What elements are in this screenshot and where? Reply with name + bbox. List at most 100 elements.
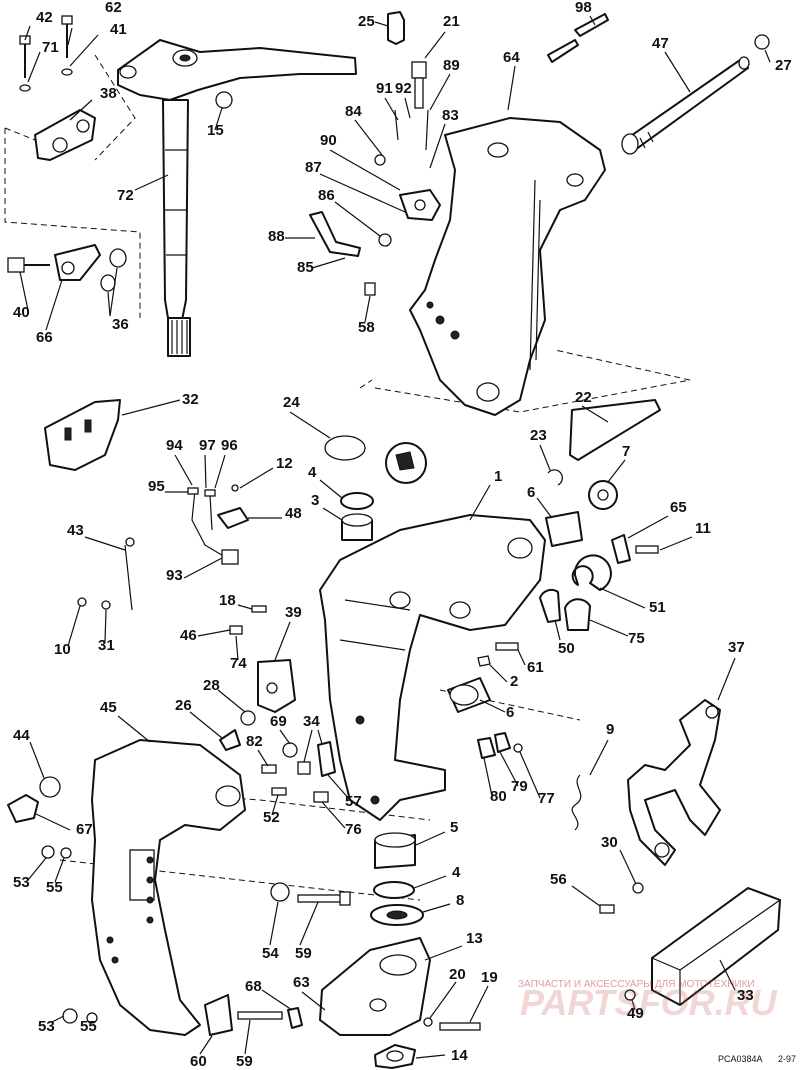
tilt-support-parts: [477, 699, 721, 914]
part-callout-72: 72: [117, 187, 134, 204]
part-callout-83: 83: [442, 107, 459, 124]
steering-link-parts: [7, 15, 127, 292]
part-callout-7: 7: [622, 443, 630, 460]
part-callout-40: 40: [13, 304, 30, 321]
part-callout-63: 63: [293, 974, 310, 991]
part-callout-55: 55: [46, 879, 63, 896]
part-callout-33: 33: [737, 987, 754, 1004]
part-callout-36: 36: [112, 316, 129, 333]
part-callout-1: 1: [494, 468, 502, 485]
part-callout-60: 60: [190, 1053, 207, 1070]
part-callout-45: 45: [100, 699, 117, 716]
part-callout-91: 91: [376, 80, 393, 97]
part-callout-22: 22: [575, 389, 592, 406]
part-callout-95: 95: [148, 478, 165, 495]
part-callout-13: 13: [466, 930, 483, 947]
part-callout-10: 10: [54, 641, 71, 658]
part-callout-38: 38: [100, 85, 117, 102]
part-callout-52: 52: [263, 809, 280, 826]
part-callout-3: 3: [311, 492, 319, 509]
part-callout-93: 93: [166, 567, 183, 584]
part-callout-39: 39: [285, 604, 302, 621]
part-callout-28: 28: [203, 677, 220, 694]
part-callout-18: 18: [219, 592, 236, 609]
watermark: ЗАПЧАСТИ И АКСЕССУАРЫ ДЛЯ МОТОТЕХНИКИ PA…: [518, 979, 778, 1023]
part-callout-19: 19: [481, 969, 498, 986]
swivel-bracket: [319, 514, 546, 821]
tilt-lock-lever-parts: [219, 659, 336, 803]
part-callout-64: 64: [503, 49, 520, 66]
part-callout-56: 56: [550, 871, 567, 888]
part-callout-20: 20: [449, 966, 466, 983]
part-callout-82: 82: [246, 733, 263, 750]
part-callout-58: 58: [358, 319, 375, 336]
tilt-lock-small-parts: [309, 11, 441, 296]
part-callout-2: 2: [510, 673, 518, 690]
part-callout-6: 6: [527, 484, 535, 501]
tilt-tube-parts: [547, 13, 770, 155]
anode-block: [624, 887, 781, 1006]
part-callout-76: 76: [345, 821, 362, 838]
part-callout-57: 57: [345, 793, 362, 810]
part-callout-14: 14: [451, 1047, 468, 1064]
part-callout-43: 43: [67, 522, 84, 539]
part-callout-25: 25: [358, 13, 375, 30]
part-callout-30: 30: [601, 834, 618, 851]
part-callout-53: 53: [38, 1018, 55, 1035]
trim-sender-wiring: [187, 484, 249, 565]
part-callout-77: 77: [538, 790, 555, 807]
watermark-brand: PARTSFOR.RU: [520, 982, 778, 1023]
part-callout-65: 65: [670, 499, 687, 516]
part-callout-69: 69: [270, 713, 287, 730]
part-callout-42: 42: [36, 9, 53, 26]
part-callout-86: 86: [318, 187, 335, 204]
part-callout-11: 11: [695, 520, 711, 537]
bushing-seal-parts: [324, 399, 661, 547]
swivel-shaft-assembly: [117, 39, 357, 357]
part-callout-67: 67: [76, 821, 93, 838]
part-callout-88: 88: [268, 228, 285, 245]
part-callout-50: 50: [558, 640, 575, 657]
part-callout-4: 4: [308, 464, 317, 481]
part-callout-89: 89: [443, 57, 460, 74]
part-callout-47: 47: [652, 35, 669, 52]
part-callout-54: 54: [262, 945, 279, 962]
part-callout-37: 37: [728, 639, 745, 656]
part-callout-84: 84: [345, 103, 362, 120]
part-callout-80: 80: [490, 788, 507, 805]
part-callout-5: 5: [450, 819, 458, 836]
part-callout-98: 98: [575, 0, 592, 16]
stern-bracket: [409, 117, 606, 416]
part-callout-46: 46: [180, 627, 197, 644]
part-callout-90: 90: [320, 132, 337, 149]
part-callout-9: 9: [606, 721, 614, 738]
leader-lines: [19, 15, 771, 1059]
watermark-caption: ЗАПЧАСТИ И АКСЕССУАРЫ ДЛЯ МОТОТЕХНИКИ: [518, 979, 755, 990]
part-callout-94: 94: [166, 437, 183, 454]
part-callout-85: 85: [297, 259, 314, 276]
part-callout-96: 96: [221, 437, 238, 454]
part-callout-68: 68: [245, 978, 262, 995]
part-callout-87: 87: [305, 159, 322, 176]
swivel-housing-parts: [204, 832, 481, 1069]
part-callout-55: 55: [80, 1018, 97, 1035]
part-callout-61: 61: [527, 659, 544, 676]
part-callout-97: 97: [199, 437, 216, 454]
part-callout-51: 51: [649, 599, 666, 616]
part-callout-75: 75: [628, 630, 645, 647]
part-callout-66: 66: [36, 329, 53, 346]
part-callout-44: 44: [13, 727, 30, 744]
part-callout-74: 74: [230, 655, 247, 672]
part-callout-71: 71: [42, 39, 59, 56]
part-callout-6: 6: [506, 704, 514, 721]
part-callout-79: 79: [511, 778, 528, 795]
part-callout-62: 62: [105, 0, 122, 16]
cover: [44, 399, 121, 471]
part-callout-31: 31: [98, 637, 115, 654]
part-callout-59: 59: [236, 1053, 253, 1070]
part-callout-53: 53: [13, 874, 30, 891]
part-callout-12: 12: [276, 455, 293, 472]
part-callout-59: 59: [295, 945, 312, 962]
